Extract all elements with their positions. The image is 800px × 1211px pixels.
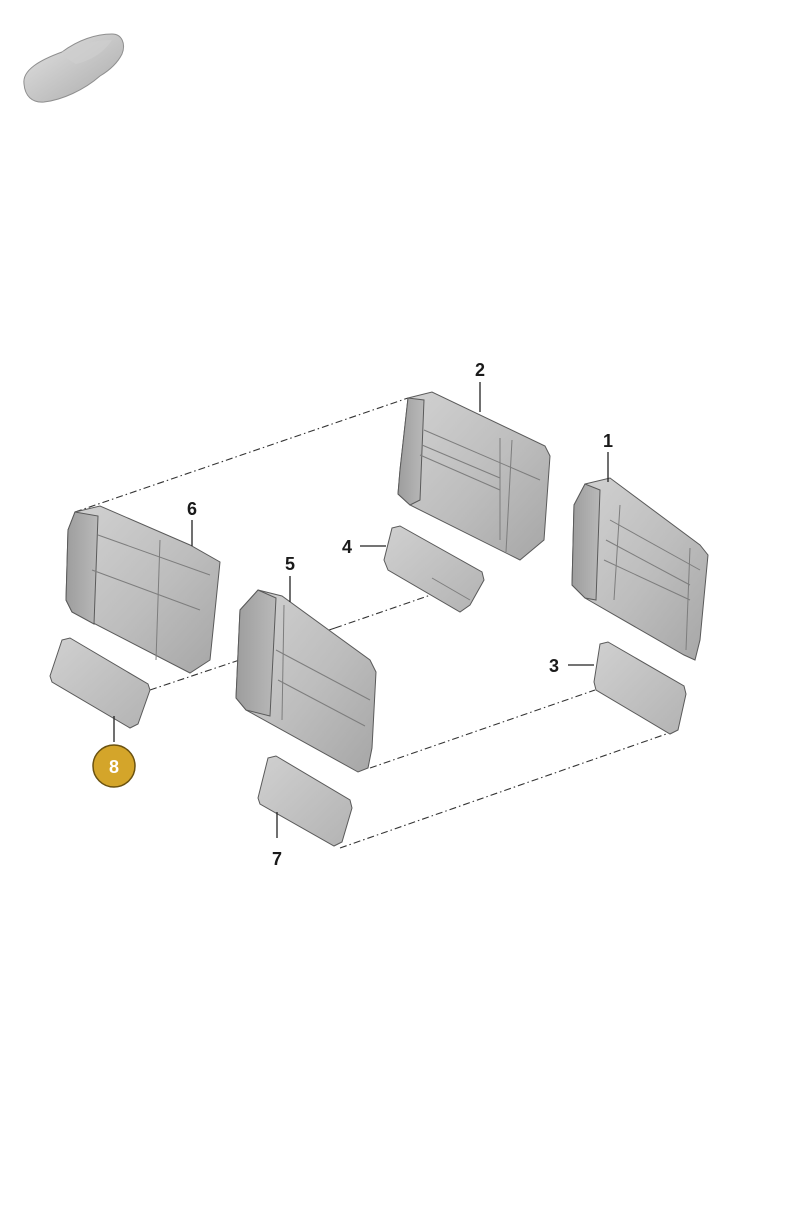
callout-label-2: 2 — [475, 360, 485, 380]
part-1-backrest-right — [571, 477, 709, 661]
part-4-pad-center — [383, 525, 485, 613]
part-5-backrest-center-front — [235, 589, 377, 773]
assembly-outline-lines — [74, 397, 673, 849]
part-7-pad-front — [257, 755, 353, 847]
part-8-pad-left — [49, 637, 151, 729]
part-2-backrest-center — [397, 391, 551, 561]
callout-label-3: 3 — [549, 656, 559, 676]
callout-leader-lines — [113, 382, 609, 838]
callout-label-5: 5 — [285, 554, 295, 574]
callout-label-1: 1 — [603, 431, 613, 451]
callout-label-4: 4 — [342, 537, 352, 557]
callout-label-8: 8 — [109, 757, 119, 777]
callout-8-highlight[interactable]: 8 — [92, 744, 136, 788]
car-silhouette-icon — [23, 33, 125, 103]
callout-label-6: 6 — [187, 499, 197, 519]
part-3-pad-right — [593, 641, 687, 735]
callout-label-7: 7 — [272, 849, 282, 869]
part-6-backrest-left — [65, 505, 221, 674]
